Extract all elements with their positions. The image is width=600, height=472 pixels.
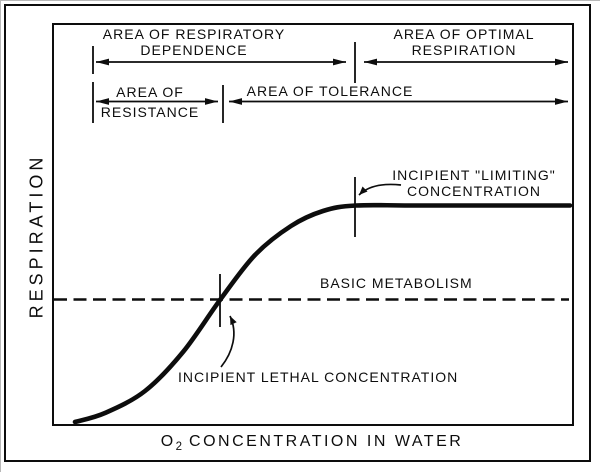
x-axis-label: O2 CONCENTRATION IN WATER	[161, 433, 464, 453]
y-axis-label: RESPIRATION	[26, 153, 47, 319]
label-line: CONCENTRATION	[406, 182, 542, 199]
label-optimal-respiration: AREA OF OPTIMAL RESPIRATION	[393, 26, 535, 58]
label-incipient-limiting: INCIPIENT "LIMITING" CONCENTRATION	[392, 167, 556, 199]
label-line: AREA OF	[116, 84, 184, 100]
plot-area	[52, 23, 574, 426]
x-axis-label-text: CONCENTRATION IN WATER	[189, 433, 464, 450]
label-tolerance: AREA OF TOLERANCE	[246, 83, 414, 99]
label-incipient-lethal: INCIPIENT LETHAL CONCENTRATION	[178, 369, 459, 385]
respiration-curve	[72, 202, 573, 425]
lethal-pointer-arrow	[220, 315, 237, 368]
label-line: AREA OF RESPIRATORY	[102, 26, 286, 42]
label-line: RESISTANCE	[100, 103, 200, 120]
label-respiratory-dependence: AREA OF RESPIRATORY DEPENDENCE	[102, 26, 286, 58]
figure-border	[4, 4, 591, 462]
label-line: INCIPIENT "LIMITING"	[392, 167, 556, 183]
limiting-pointer-arrow	[358, 183, 402, 196]
label-line: AREA OF OPTIMAL	[393, 26, 535, 42]
region-dimension-arrows	[96, 58, 568, 105]
x-axis-label-symbol: O	[160, 433, 176, 450]
x-axis-label-subscript: 2	[175, 441, 183, 453]
label-line: DEPENDENCE	[140, 41, 248, 58]
label-resistance: AREA OF RESISTANCE	[101, 83, 199, 122]
label-basic-metabolism: BASIC METABOLISM	[320, 275, 473, 291]
label-line: RESPIRATION	[411, 41, 517, 58]
